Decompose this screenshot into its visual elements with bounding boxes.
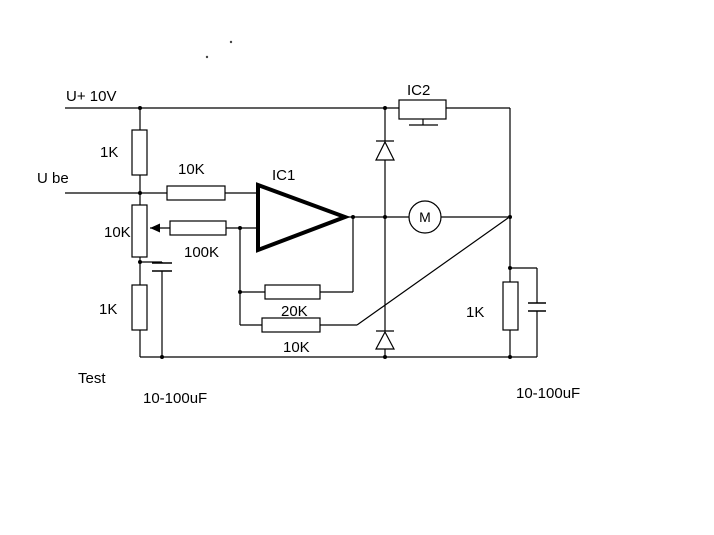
resistor-right-1k [502, 281, 519, 331]
label-input: U be [37, 170, 69, 187]
label-potentiometer: 10K [104, 224, 131, 241]
capacitor-left-icon [152, 262, 172, 272]
arrowhead [150, 223, 160, 233]
label-resistor-gain: 100K [184, 244, 219, 261]
label-resistor-right: 1K [466, 304, 484, 321]
diode-triangle [375, 140, 395, 161]
label-resistor-bottom-left: 1K [99, 301, 117, 318]
label-resistor-sense: 10K [283, 339, 310, 356]
resistor-feedback-20k [264, 284, 321, 300]
stray-dot [205, 55, 209, 59]
label-power-rail: U+ 10V [66, 88, 116, 105]
label-resistor-top-left: 1K [100, 144, 118, 161]
motor-letter: M [419, 209, 431, 225]
resistor-input-10k [166, 185, 226, 201]
pot-wiper-arrow-icon [150, 223, 160, 233]
ic2-body [398, 99, 447, 120]
potentiometer-10k [131, 204, 148, 258]
label-capacitor-right: 10-100uF [516, 385, 580, 402]
diode-bottom-icon [375, 330, 395, 350]
junction-dot [508, 266, 512, 270]
junction-dot [138, 106, 142, 110]
junction-dot [238, 290, 242, 294]
label-capacitor-left: 10-100uF [143, 390, 207, 407]
junction-dot [508, 215, 512, 219]
junction-dot [238, 226, 242, 230]
capacitor-right-icon [528, 302, 546, 312]
junction-dot [508, 355, 512, 359]
opamp-ic1-symbol [256, 182, 351, 253]
resistor-sense-10k [261, 317, 321, 333]
junction-dot [351, 215, 355, 219]
resistor-top-left-1k [131, 129, 148, 176]
junction-dot [160, 355, 164, 359]
junction-dot [383, 215, 387, 219]
junction-dot [383, 106, 387, 110]
diode-top-icon [375, 140, 395, 161]
labels: U+ 10V IC2 1K U be 10K IC1 10K 100K 1K 2… [37, 82, 580, 407]
motor-symbol: M [408, 200, 442, 234]
label-ic2: IC2 [407, 82, 430, 99]
stray-dot [229, 40, 233, 44]
ic2-symbol [398, 99, 447, 120]
resistor-gain-100k [169, 220, 227, 236]
stray-marks [205, 40, 233, 59]
junction-dot [138, 191, 142, 195]
junction-dots [138, 106, 512, 359]
opamp-triangle [256, 182, 351, 253]
resistor-bottom-left-1k [131, 284, 148, 331]
junction-dot [138, 260, 142, 264]
motor-circle [408, 200, 442, 234]
label-resistor-input: 10K [178, 161, 205, 178]
junction-dot [383, 355, 387, 359]
resistor-symbols [131, 129, 519, 333]
diode-triangle [375, 330, 395, 350]
label-resistor-feedback: 20K [281, 303, 308, 320]
label-test: Test [78, 370, 106, 387]
label-ic1: IC1 [272, 167, 295, 184]
